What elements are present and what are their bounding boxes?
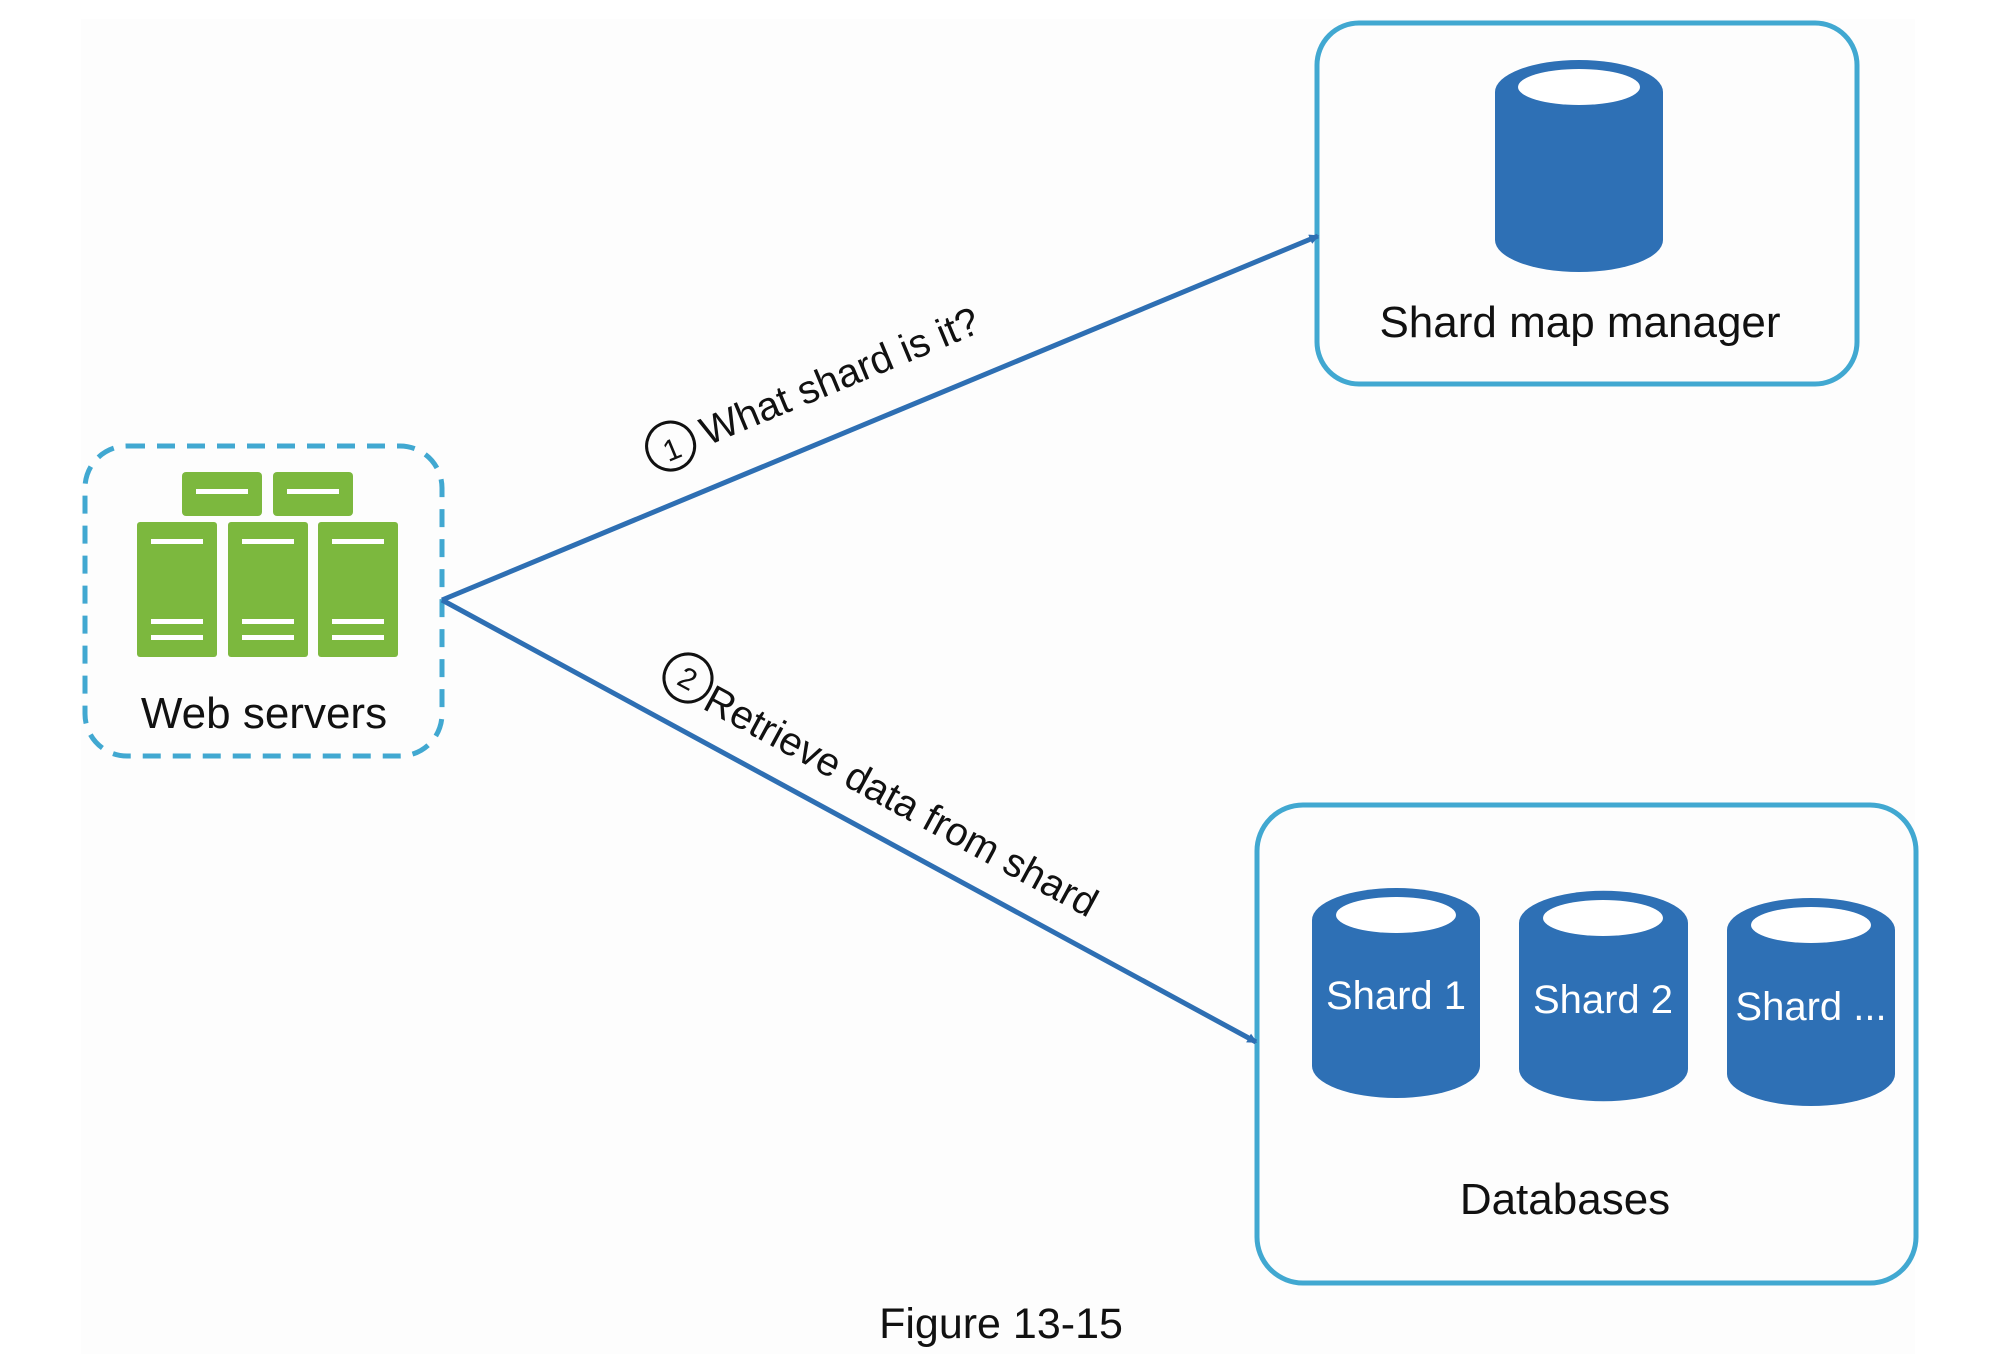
- web-servers-node[interactable]: Web servers: [82, 443, 445, 759]
- figure-caption: Figure 13-15: [879, 1300, 1123, 1348]
- arrow-line: [441, 233, 1320, 603]
- edge-label: Retrieve data from shard: [697, 677, 1105, 926]
- cylinder-top: [1543, 900, 1663, 936]
- step-badge: [662, 652, 714, 704]
- shard-map-manager-label: Shard map manager: [1379, 298, 1780, 347]
- database-icon: [1495, 60, 1663, 272]
- step-number: 1: [658, 432, 686, 469]
- shard-1-cylinder[interactable]: Shard 1: [1312, 888, 1480, 1098]
- arrow-line: [440, 597, 1258, 1045]
- databases-border: [1254, 802, 1919, 1286]
- shard-map-manager-border: [1314, 20, 1860, 387]
- server-rack-icon: [137, 472, 398, 657]
- edge-what-shard: 1 What shard is it?: [441, 233, 1320, 603]
- shard-label: Shard 2: [1533, 978, 1673, 1022]
- database-icon: [1519, 890, 1688, 1102]
- shard-n-cylinder[interactable]: Shard ...: [1727, 898, 1895, 1106]
- shard-2-cylinder[interactable]: Shard 2: [1519, 890, 1688, 1102]
- databases-node[interactable]: Shard 1 Shard 2 Shard ... Databases: [1254, 802, 1919, 1286]
- step-number: 2: [672, 661, 702, 698]
- cylinder-top: [1751, 907, 1871, 943]
- edge-retrieve-data: 2 Retrieve data from shard: [440, 597, 1258, 1045]
- shard-label: Shard ...: [1735, 985, 1886, 1029]
- database-icon: [1727, 898, 1895, 1106]
- edge-label: What shard is it?: [694, 299, 986, 454]
- cylinder-top: [1336, 897, 1456, 933]
- database-icon: [1312, 888, 1480, 1098]
- shard-label: Shard 1: [1326, 974, 1466, 1018]
- step-badge: [645, 420, 697, 472]
- databases-label: Databases: [1460, 1175, 1670, 1224]
- shard-map-manager-node[interactable]: Shard map manager: [1314, 20, 1860, 387]
- web-servers-label: Web servers: [141, 689, 387, 738]
